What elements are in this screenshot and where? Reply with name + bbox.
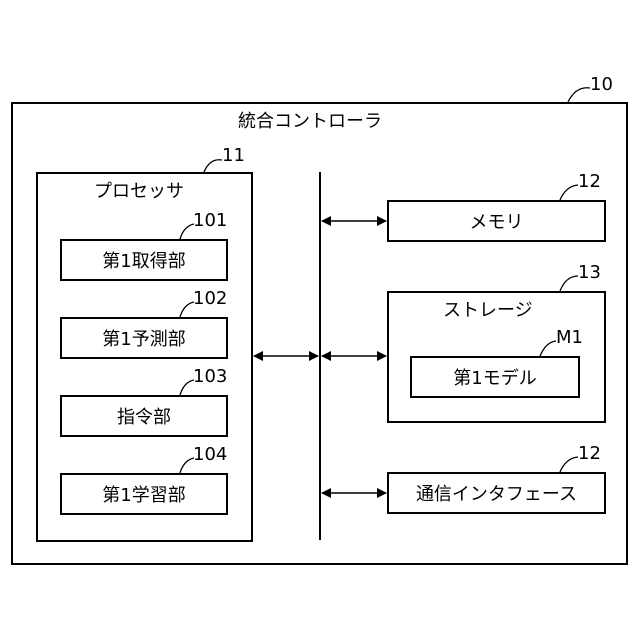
first-learning-unit: 第1学習部 <box>60 473 228 515</box>
first-prediction-unit-label: 第1予測部 <box>102 325 185 351</box>
memory-box: メモリ <box>387 200 606 242</box>
memory-ref-number: 12 <box>578 173 601 191</box>
first-acquisition-unit: 第1取得部 <box>60 239 228 281</box>
first-model-box: 第1モデル <box>410 356 580 398</box>
first-model-label: 第1モデル <box>453 364 536 390</box>
controller-ref-number: 10 <box>590 76 613 94</box>
first-learning-unit-label: 第1学習部 <box>102 481 185 507</box>
memory-label: メモリ <box>470 208 524 234</box>
model-ref-number: M1 <box>556 329 583 347</box>
processor-ref-number: 11 <box>222 147 245 165</box>
communication-interface-label: 通信インタフェース <box>416 480 577 506</box>
storage-title: ストレージ <box>443 302 533 320</box>
unit-102-ref-number: 102 <box>193 290 227 308</box>
comm-ref-number: 12 <box>578 445 601 463</box>
leader-10 <box>568 88 590 102</box>
processor-title: プロセッサ <box>94 183 184 201</box>
command-unit-label: 指令部 <box>117 403 171 429</box>
storage-ref-number: 13 <box>578 264 601 282</box>
command-unit: 指令部 <box>60 395 228 437</box>
integrated-controller-title: 統合コントローラ <box>238 113 382 131</box>
communication-interface-box: 通信インタフェース <box>387 472 606 514</box>
unit-104-ref-number: 104 <box>193 446 227 464</box>
unit-101-ref-number: 101 <box>193 212 227 230</box>
first-prediction-unit: 第1予測部 <box>60 317 228 359</box>
unit-103-ref-number: 103 <box>193 368 227 386</box>
first-acquisition-unit-label: 第1取得部 <box>102 247 185 273</box>
